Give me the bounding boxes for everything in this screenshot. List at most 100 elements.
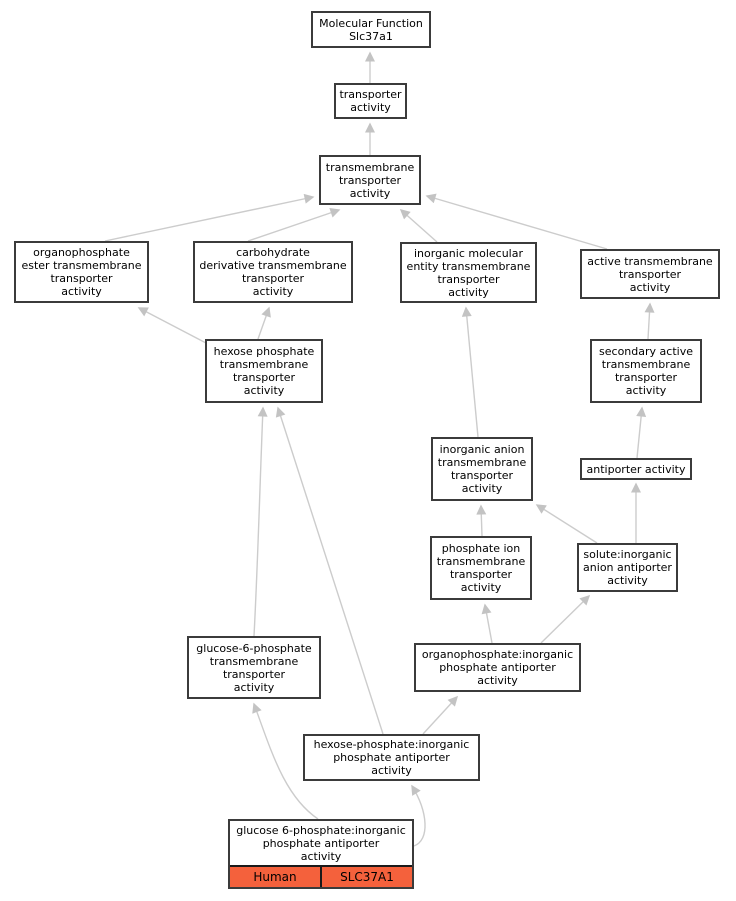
node-label-line: transmembrane	[209, 654, 299, 668]
node-label-line: phosphate antiporter	[262, 836, 380, 850]
edge-inorg_anion-to-inorg_mol	[461, 306, 479, 438]
node-label-line: glucose-6-phosphate	[196, 641, 312, 655]
node-label-line: activity	[61, 285, 102, 298]
node-label-line: transmembrane	[437, 456, 527, 469]
node-label-line: inorganic molecular	[414, 246, 523, 260]
node-label-line: transporter	[50, 272, 113, 285]
node-label-line: hexose-phosphate:inorganic	[313, 738, 470, 751]
node-label-line: carbohydrate	[236, 246, 310, 259]
node-label-line: activity	[477, 674, 518, 687]
node-label-line: activity	[300, 849, 342, 863]
edge-active_tm-to-transmembrane	[425, 193, 608, 250]
node-label-line: activity	[252, 285, 294, 298]
edge-secondary_active-to-active_tm	[644, 302, 655, 340]
edge-orgp_inorg-to-solute_inorg	[540, 594, 591, 644]
node-label-line: activity	[350, 101, 391, 114]
edge-phosphate_ion-to-inorg_anion	[476, 504, 487, 537]
node-label-line: phosphate ion	[441, 542, 521, 555]
edge-inorg_mol-to-transmembrane	[399, 209, 438, 243]
node-label-line: activity	[243, 384, 285, 397]
node-label-line: transporter	[232, 371, 296, 384]
gene-annotation-cell[interactable]: SLC37A1	[320, 867, 412, 887]
node-label-line: activity	[607, 574, 648, 587]
node-label-line: transporter	[338, 173, 402, 187]
edge-hexose_p-to-carb_deriv	[257, 306, 271, 340]
node-label-line: activity	[233, 680, 275, 694]
node-label-line: transporter	[614, 371, 678, 384]
node-label-line: Molecular Function	[319, 16, 423, 30]
edge-hexose_p-to-org_ester	[137, 307, 207, 344]
node-label-line: transporter	[450, 469, 514, 482]
node-label-line: organophosphate	[33, 246, 130, 259]
edge-hp_inorg-to-orgp_inorg	[422, 695, 459, 735]
edge-hp_inorg-to-hexose_p	[275, 406, 384, 735]
node-label-line: Slc37a1	[349, 29, 393, 43]
node-label-line: transporter	[437, 272, 500, 286]
node-label-line: derivative transmembrane	[199, 259, 347, 272]
node-label-line: anion antiporter	[583, 561, 672, 574]
node-label-line: ester transmembrane	[21, 259, 142, 272]
node-label-line: transmembrane	[325, 160, 415, 174]
edge-g6p_tm-to-hexose_p	[253, 406, 268, 637]
node-label-line: transmembrane	[601, 358, 691, 371]
node-antiporter[interactable]: antiporter activity	[580, 458, 692, 480]
node-label-line: transporter	[241, 272, 305, 285]
node-label-line: activity	[448, 285, 489, 299]
node-label-line: activity	[460, 581, 502, 594]
node-label-line: active transmembrane	[587, 254, 713, 268]
node-label-line: organophosphate:inorganic	[421, 648, 574, 661]
node-label-line: hexose phosphate	[213, 345, 315, 358]
edge-g6p_gene-to-hp_inorg	[411, 784, 426, 847]
node-label-line: activity	[349, 186, 391, 200]
node-label-line: transporter	[222, 667, 286, 681]
node-label-line: activity	[629, 280, 671, 294]
edge-carb_deriv-to-transmembrane	[247, 208, 341, 242]
node-label-line: activity	[461, 482, 503, 495]
edge-orgp_inorg-to-phosphate_ion	[481, 603, 493, 644]
node-label-line: transporter	[618, 267, 682, 281]
node-label-line: transporter	[339, 88, 402, 101]
edge-g6p_gene-to-g6p_tm	[252, 702, 319, 820]
node-label-line: entity transmembrane	[406, 259, 531, 273]
edge-org_ester-to-transmembrane	[104, 193, 315, 242]
edge-group	[104, 51, 655, 847]
node-label: antiporter activity	[582, 460, 690, 478]
node-label-line: secondary active	[599, 345, 693, 358]
node-label-line: transmembrane	[436, 555, 526, 568]
gene-annotation-cell[interactable]: Human	[230, 867, 320, 887]
edge-antiporter-to-secondary_active	[636, 406, 647, 459]
